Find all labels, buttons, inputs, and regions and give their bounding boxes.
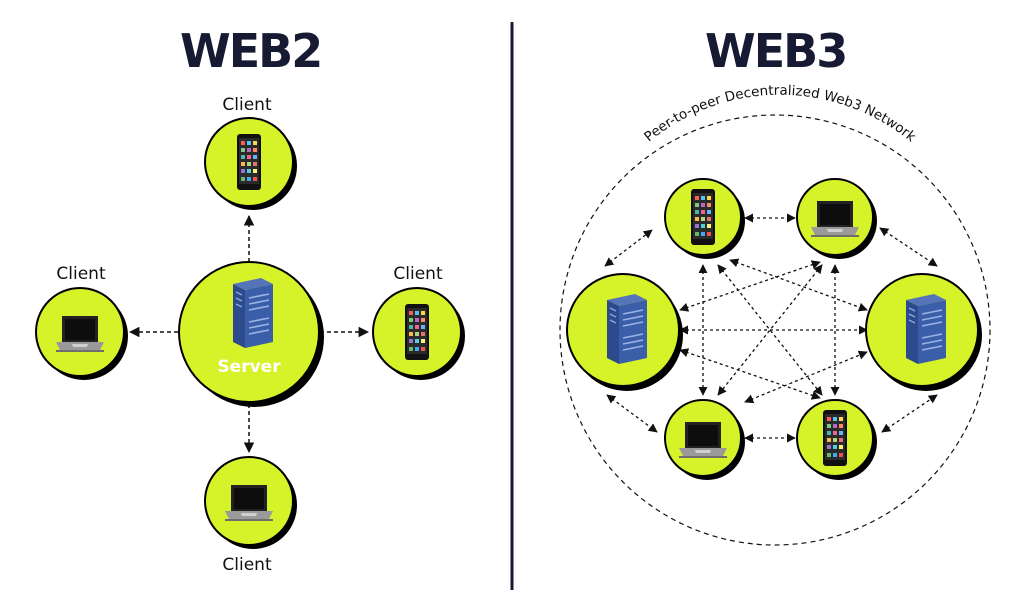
web3-diagram: Peer-to-peer Decentralized Web3 Network <box>559 83 991 546</box>
peer-node-phone-bottom <box>796 399 877 480</box>
peer-node-server-right <box>865 273 982 391</box>
network-caption-text: Peer-to-peer Decentralized Web3 Network <box>641 83 919 146</box>
laptop-icon <box>56 316 104 352</box>
link-laptop2-server2 <box>744 350 868 404</box>
smartphone-icon <box>237 134 261 190</box>
client-label-top: Client <box>222 95 272 115</box>
peer-node-laptop-bottom <box>664 399 745 480</box>
laptop-icon <box>679 422 727 458</box>
peer-node-laptop-top <box>796 178 877 259</box>
peer-node-server-left <box>566 273 683 391</box>
link-server1-laptop2 <box>606 394 658 433</box>
peer-node-phone-top <box>664 178 745 259</box>
client-node-right <box>372 287 465 380</box>
network-boundary <box>559 114 991 546</box>
link-laptop1-server2 <box>879 227 938 267</box>
client-label-bottom: Client <box>222 555 272 575</box>
server-node <box>178 261 324 407</box>
laptop-icon <box>811 201 859 237</box>
server-icon <box>606 293 648 365</box>
web2-diagram: Client Client Client Client Server <box>35 95 465 575</box>
network-caption: Peer-to-peer Decentralized Web3 Network <box>641 83 919 146</box>
smartphone-icon <box>823 410 847 466</box>
client-node-left <box>35 287 128 380</box>
link-server1-laptop1 <box>679 260 821 312</box>
link-phone1-server2 <box>729 258 868 312</box>
client-label-left: Client <box>56 264 106 284</box>
smartphone-icon <box>405 304 429 360</box>
peer-connections <box>604 213 938 443</box>
client-node-bottom <box>204 456 297 549</box>
link-phone2-server2 <box>881 394 938 433</box>
web3-title: WEB3 <box>705 24 848 78</box>
link-server1-phone2 <box>679 348 821 400</box>
client-node-top <box>204 117 297 210</box>
smartphone-icon <box>691 189 715 245</box>
server-icon <box>905 293 947 365</box>
web2-title: WEB2 <box>180 24 323 78</box>
client-label-right: Client <box>393 264 443 284</box>
link-server1-phone1 <box>604 229 653 267</box>
laptop-icon <box>225 485 273 521</box>
server-icon <box>232 277 274 349</box>
server-label: Server <box>217 357 281 377</box>
